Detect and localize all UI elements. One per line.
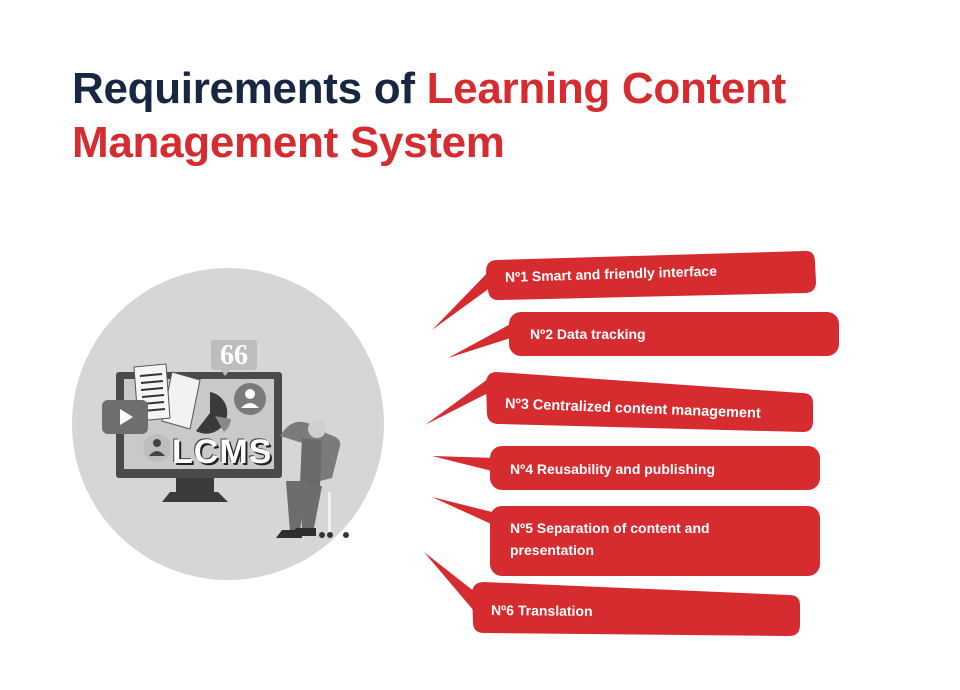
requirement-5-line-2: presentation	[510, 542, 595, 558]
requirement-4: Nº4 Reusability and publishing	[510, 461, 716, 477]
sitting-man-icon	[276, 420, 349, 538]
requirement-6: Nº6 Translation	[490, 602, 593, 620]
pie-chart-icon	[196, 392, 231, 434]
bubble-3	[425, 372, 813, 432]
quote-bubble-icon: 66	[211, 340, 257, 376]
bubble-1	[432, 250, 816, 330]
title-dark-part: Requirements of	[72, 64, 427, 113]
bubble-2	[448, 312, 839, 358]
bubble-4	[432, 446, 820, 490]
requirement-2: Nº2 Data tracking	[530, 326, 646, 342]
lcms-label: LCMS	[172, 433, 273, 471]
requirement-5-line-1: Nº5 Separation of content and	[510, 520, 710, 536]
title-red-part-2: Management System	[72, 118, 505, 167]
lcms-illustration: 66	[72, 268, 384, 580]
bubble-6	[424, 552, 800, 636]
svg-text:66: 66	[220, 340, 248, 371]
user-avatar-small-icon	[143, 434, 171, 462]
bubble-5	[432, 497, 820, 576]
user-avatar-icon	[234, 383, 266, 415]
play-button-icon	[102, 400, 148, 434]
title-red-part-1: Learning Content	[426, 64, 787, 113]
